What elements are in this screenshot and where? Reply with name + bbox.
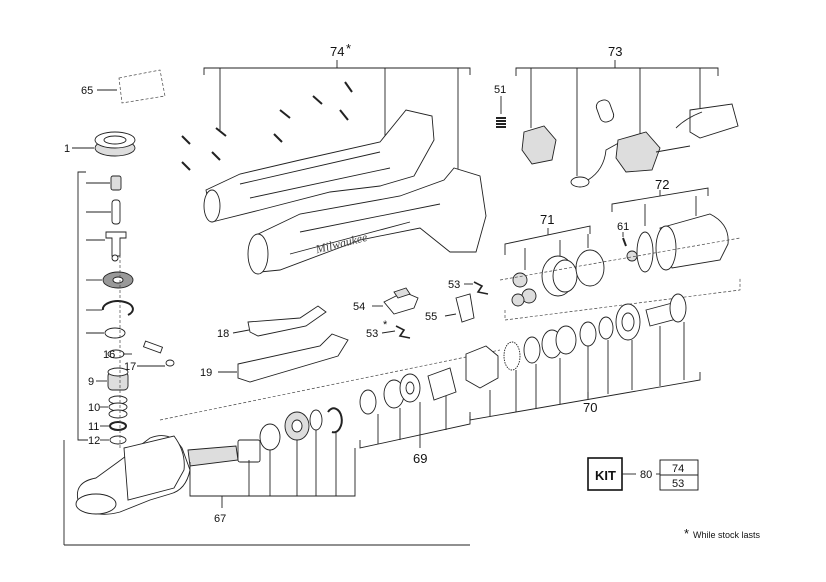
- part-54-lock-button: [372, 287, 419, 315]
- callout-54: 54: [353, 301, 365, 313]
- left-assembly-bracket: [63, 171, 470, 546]
- callout-72: 72: [655, 177, 669, 192]
- part-70-transmission-assembly: [465, 293, 701, 421]
- footnote-text: While stock lasts: [693, 530, 761, 540]
- part-69-gear-assembly: [359, 367, 471, 449]
- part-9-gear-sleeve: [96, 367, 129, 391]
- kit-item-1: 53: [672, 478, 684, 490]
- kit-number: 80: [640, 469, 652, 481]
- part-17-screw: [137, 340, 175, 367]
- callout-18: 18: [217, 328, 229, 340]
- callout-70: 70: [583, 400, 597, 415]
- kit-box: [587, 457, 623, 491]
- callout-69: 69: [413, 451, 427, 466]
- callout-10: 10: [88, 402, 100, 414]
- part-1-bumper-ring: [72, 131, 136, 157]
- part-61-screw: [622, 232, 627, 247]
- callout-16: 16: [103, 349, 115, 361]
- callout-55: 55: [425, 311, 437, 323]
- callout-53-upper: 53: [448, 279, 460, 291]
- callout-73: 73: [608, 44, 622, 59]
- part-55-bracket: [444, 293, 475, 323]
- part-72-motor-assembly: [611, 187, 729, 273]
- callout-67: 67: [214, 513, 226, 525]
- housing-screws: [181, 81, 353, 171]
- kit-table: KIT 80 74 53: [587, 457, 699, 491]
- kit-label: KIT: [595, 468, 616, 483]
- part-67-angle-head-assembly: [75, 407, 356, 515]
- footnote-star: *: [684, 526, 689, 541]
- part-12-washer: [100, 435, 127, 445]
- callout-9: 9: [88, 376, 94, 388]
- part-53-spring-clip-upper: [464, 281, 489, 295]
- callout-11: 11: [88, 421, 99, 433]
- callout-12: 12: [88, 435, 100, 447]
- part-73-electronics-assembly: [515, 60, 739, 188]
- callout-53-lower-star: *: [383, 319, 388, 331]
- part-pin-spindle-stack: [86, 175, 134, 339]
- assembly-guide-lines: [119, 237, 741, 450]
- part-10-bearing: [100, 395, 128, 419]
- callout-1: 1: [64, 143, 70, 155]
- callout-71: 71: [540, 212, 554, 227]
- part-53-spring-clip-lower: [381, 325, 411, 339]
- callout-19: 19: [200, 367, 212, 379]
- callout-53-lower: 53: [366, 328, 378, 340]
- callout-61: 61: [617, 221, 629, 233]
- part-51-spring: [496, 96, 506, 128]
- part-18-trigger-slider: [232, 305, 327, 337]
- callout-74: 74: [330, 44, 344, 59]
- part-74-housing-set: Milwaukee: [181, 60, 487, 275]
- kit-item-0: 74: [672, 463, 684, 475]
- part-11-o-ring: [100, 421, 127, 431]
- part-65-label-plate: [97, 69, 166, 104]
- part-71-gear-carrier: [504, 225, 605, 307]
- callout-51: 51: [494, 84, 506, 96]
- callout-65: 65: [81, 85, 93, 97]
- callout-74-star: *: [346, 41, 351, 56]
- part-19-switch-rail: [218, 333, 349, 383]
